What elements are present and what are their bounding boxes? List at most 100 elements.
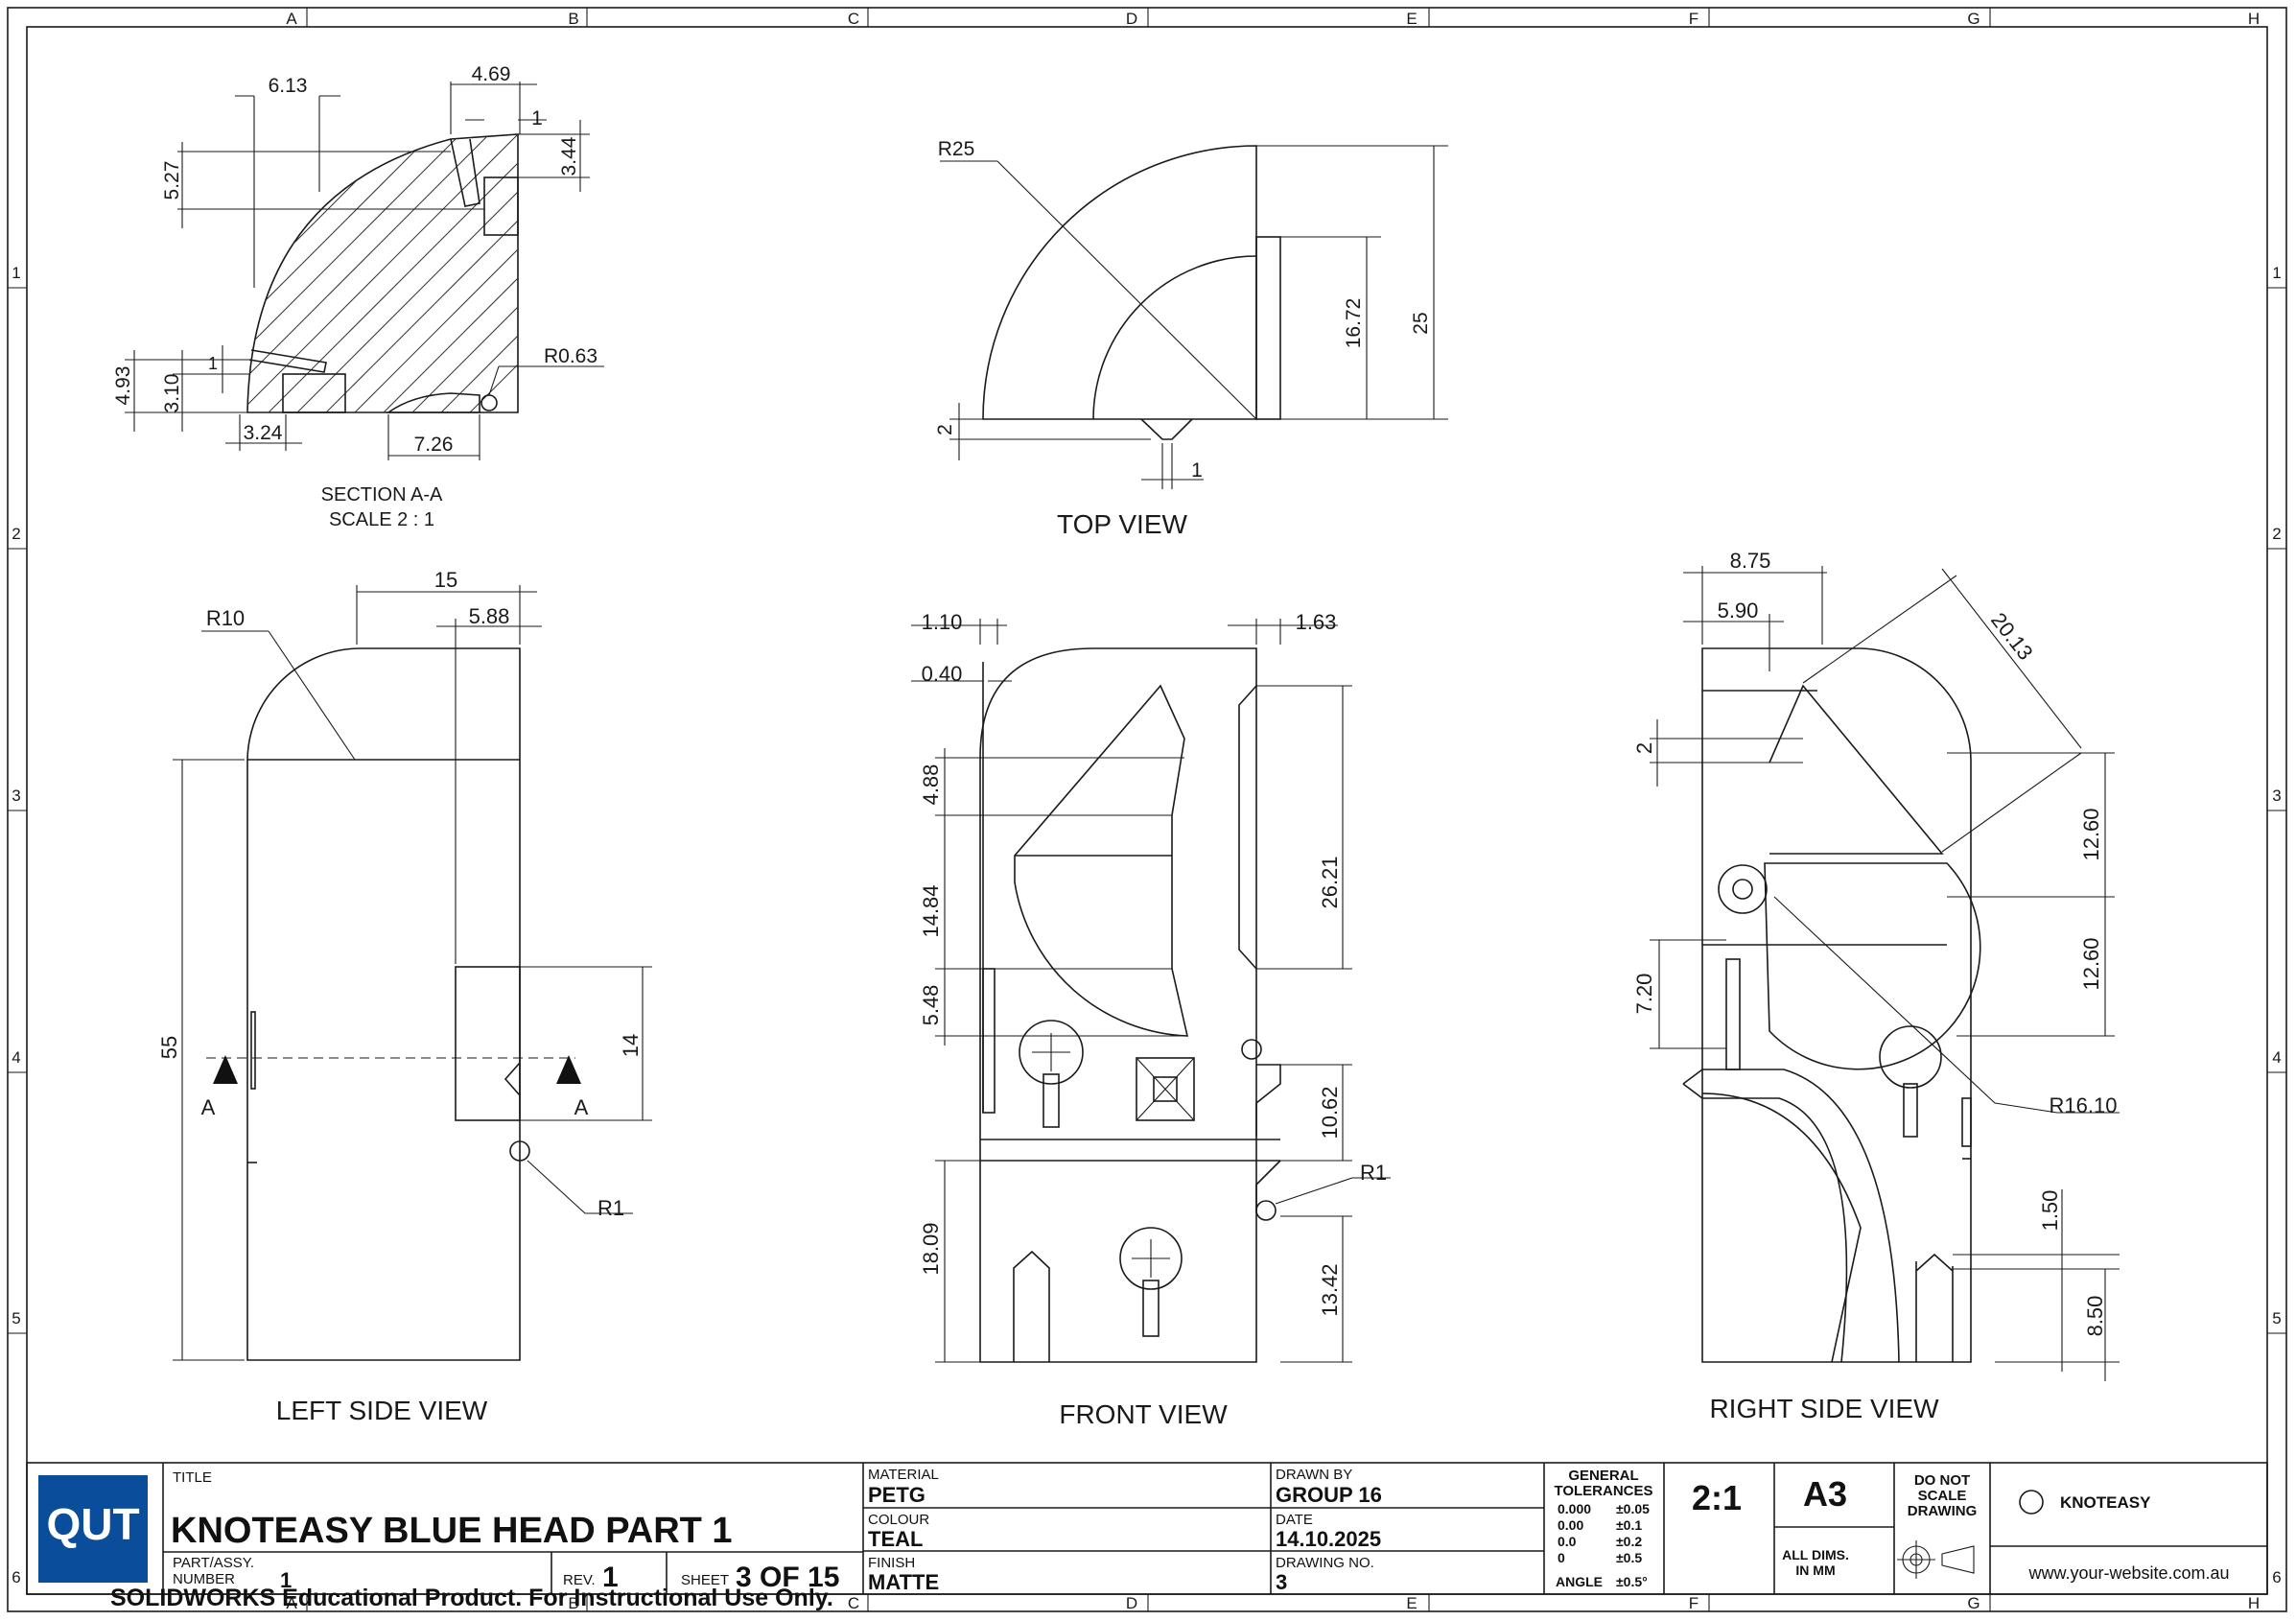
colour-value: TEAL: [868, 1527, 923, 1551]
qut-logo-text: QUT: [46, 1499, 139, 1549]
dim-4-93: 4.93: [112, 366, 134, 406]
col-label-h: H: [2248, 10, 2260, 28]
do-not-scale-1: DO NOT: [1914, 1472, 1970, 1489]
dim-8-50: 8.50: [2083, 1296, 2107, 1337]
dim-14: 14: [619, 1034, 643, 1057]
col-label-a-bottom: A: [286, 1594, 297, 1612]
tol-key-1: 0.00: [1558, 1517, 1583, 1533]
material-value: PETG: [868, 1483, 925, 1507]
col-label-f-bottom: F: [1689, 1594, 1699, 1612]
dim-5-48: 5.48: [919, 985, 943, 1026]
tol-val-1: ±0.1: [1616, 1517, 1642, 1533]
left-view-title: LEFT SIDE VIEW: [276, 1396, 488, 1425]
front-view-title: FRONT VIEW: [1059, 1399, 1228, 1429]
dim-10-62: 10.62: [1318, 1086, 1342, 1139]
dim-0-40: 0.40: [922, 662, 963, 686]
rev-label: REV.: [563, 1572, 596, 1588]
dim-1-63: 1.63: [1296, 610, 1337, 634]
dim-3-10: 3.10: [161, 374, 183, 413]
row-label-3-right: 3: [2272, 787, 2281, 805]
brand-circle-icon: [2019, 1490, 2044, 1515]
finish-value: MATTE: [868, 1570, 939, 1594]
col-label-c-bottom: C: [848, 1594, 859, 1612]
section-title: SECTION A-A: [321, 484, 443, 505]
row-label-1-right: 1: [2272, 264, 2281, 282]
tol-val-2: ±0.2: [1616, 1534, 1642, 1549]
row-label-5: 5: [12, 1309, 20, 1327]
angle-label: ANGLE: [1556, 1574, 1603, 1589]
right-side-view: 8.75 5.90 20.13 2 12.60 12.60 7.20 R16.1…: [1632, 549, 2120, 1423]
col-label-d: D: [1126, 10, 1137, 28]
col-label-b: B: [568, 10, 578, 28]
front-view: 1.10 1.63 0.40 4.88 26.21 14.84 5.48 10.…: [911, 610, 1391, 1429]
tol-key-3: 0: [1558, 1550, 1565, 1565]
dim-6-13: 6.13: [269, 75, 308, 97]
dim-r1-front: R1: [1360, 1161, 1387, 1185]
do-not-scale-3: DRAWING: [1908, 1503, 1978, 1519]
dim-1-left: 1: [208, 354, 218, 373]
dim-4-69: 4.69: [472, 63, 511, 85]
row-label-2-right: 2: [2272, 525, 2281, 543]
col-label-g: G: [1967, 10, 1980, 28]
all-dims-2: IN MM: [1795, 1562, 1835, 1578]
tolerances-title-2: TOLERANCES: [1554, 1483, 1652, 1499]
dim-5-27: 5.27: [161, 161, 183, 200]
row-label-5-right: 5: [2272, 1309, 2281, 1327]
dim-7-20: 7.20: [1632, 974, 1656, 1015]
row-label-2: 2: [12, 525, 20, 543]
colour-label: COLOUR: [868, 1512, 929, 1528]
dim-15: 15: [434, 568, 457, 592]
sheet-value: 3 OF 15: [736, 1562, 839, 1593]
material-label: MATERIAL: [868, 1467, 939, 1483]
row-label-1: 1: [12, 264, 20, 282]
right-view-title: RIGHT SIDE VIEW: [1709, 1394, 1939, 1423]
dim-55: 55: [157, 1036, 181, 1059]
qut-logo: [38, 1475, 148, 1583]
col-label-e-bottom: E: [1406, 1594, 1417, 1612]
dim-18-09: 18.09: [919, 1222, 943, 1275]
projection-symbol-icon: [1897, 1540, 1975, 1579]
col-label-h-bottom: H: [2248, 1594, 2260, 1612]
row-label-6-right: 6: [2272, 1568, 2281, 1586]
all-dims-1: ALL DIMS.: [1782, 1547, 1849, 1562]
date-value: 14.10.2025: [1276, 1527, 1381, 1551]
col-label-e: E: [1406, 10, 1417, 28]
section-a-a-view: 6.13 4.69 1 3.44 5.27 R0.63 4.93 3.10 1 …: [112, 63, 604, 530]
part-label-2: NUMBER: [173, 1571, 235, 1587]
row-label-4-right: 4: [2272, 1048, 2281, 1067]
section-scale: SCALE 2 : 1: [329, 509, 434, 530]
tolerances-title-1: GENERAL: [1568, 1468, 1638, 1484]
left-side-view: 15 5.88 R10 55 14 R1 A A LEFT SIDE VIEW: [157, 568, 652, 1425]
tol-key-0: 0.000: [1558, 1501, 1591, 1516]
dim-7-26: 7.26: [414, 434, 454, 456]
drawing-no-label: DRAWING NO.: [1276, 1555, 1374, 1571]
dim-14-84: 14.84: [919, 884, 943, 937]
paper-size: A3: [1803, 1474, 1847, 1514]
dim-3-24: 3.24: [244, 422, 283, 444]
dim-1-50: 1.50: [2038, 1190, 2062, 1232]
brand-name: KNOTEASY: [2060, 1493, 2151, 1512]
sheet-label: SHEET: [681, 1572, 729, 1588]
drawn-by-label: DRAWN BY: [1276, 1467, 1352, 1483]
col-label-f: F: [1689, 10, 1699, 28]
website: www.your-website.com.au: [2027, 1563, 2229, 1583]
dim-1: 1: [1191, 459, 1203, 482]
finish-label: FINISH: [868, 1555, 915, 1571]
col-label-a: A: [286, 10, 297, 28]
col-label-c: C: [848, 10, 859, 28]
dim-5-90: 5.90: [1718, 599, 1759, 623]
col-label-b-bottom: B: [568, 1594, 578, 1612]
tol-key-2: 0.0: [1558, 1534, 1577, 1549]
section-marker-left: A: [201, 1095, 216, 1119]
dim-r10: R10: [206, 606, 245, 630]
section-marker-right: A: [574, 1095, 589, 1119]
do-not-scale-2: SCALE: [1918, 1488, 1967, 1504]
row-label-4: 4: [12, 1048, 20, 1067]
dim-1-top: 1: [531, 107, 543, 129]
drawing-no-value: 3: [1276, 1570, 1287, 1594]
col-label-d-bottom: D: [1126, 1594, 1137, 1612]
date-label: DATE: [1276, 1512, 1313, 1528]
tol-val-3: ±0.5: [1616, 1550, 1642, 1565]
title-block: QUT TITLE KNOTEASY BLUE HEAD PART 1 PART…: [26, 1462, 2268, 1595]
